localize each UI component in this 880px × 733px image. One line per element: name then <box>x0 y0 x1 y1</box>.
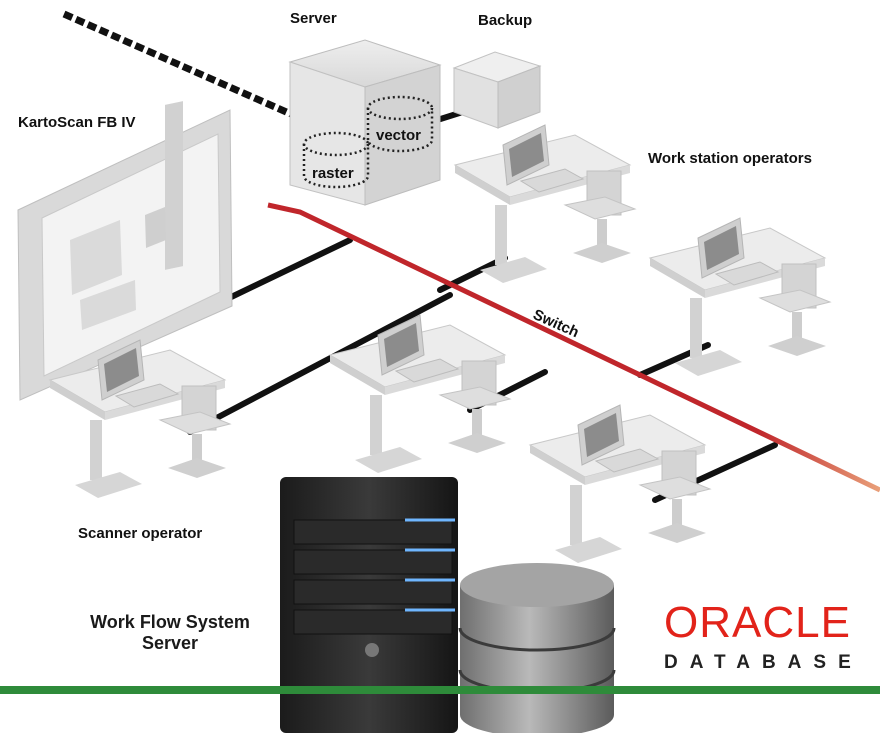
workstation <box>649 217 831 377</box>
label-scanner-operator: Scanner operator <box>78 525 203 542</box>
workflow-server-label: Work Flow System Server <box>40 612 300 654</box>
external-link-line <box>62 10 302 122</box>
footer-green-bar <box>0 686 880 694</box>
label-vector: vector <box>376 127 421 144</box>
label-server: Server <box>290 10 337 27</box>
label-backup: Backup <box>478 12 533 29</box>
workflow-label-line1: Work Flow System <box>90 612 250 632</box>
database-cylinder-icon <box>458 563 616 733</box>
workflow-label-line2: Server <box>141 633 199 653</box>
kartoscan-scanner <box>17 101 233 401</box>
workflow-server-tower <box>280 477 458 733</box>
switch-line <box>267 202 880 493</box>
oracle-database-label: DATABASE <box>664 652 863 673</box>
workstation <box>529 404 711 564</box>
label-kartoscan: KartoScan FB IV <box>18 114 136 131</box>
server-block <box>288 39 442 206</box>
workstation <box>454 124 636 284</box>
oracle-logo: ORACLE <box>664 598 851 647</box>
workstation <box>329 314 511 474</box>
database-cylinders <box>302 95 434 189</box>
backup-block <box>452 51 542 129</box>
label-workstation-operators: Work station operators <box>648 150 812 167</box>
label-raster: raster <box>312 165 354 182</box>
